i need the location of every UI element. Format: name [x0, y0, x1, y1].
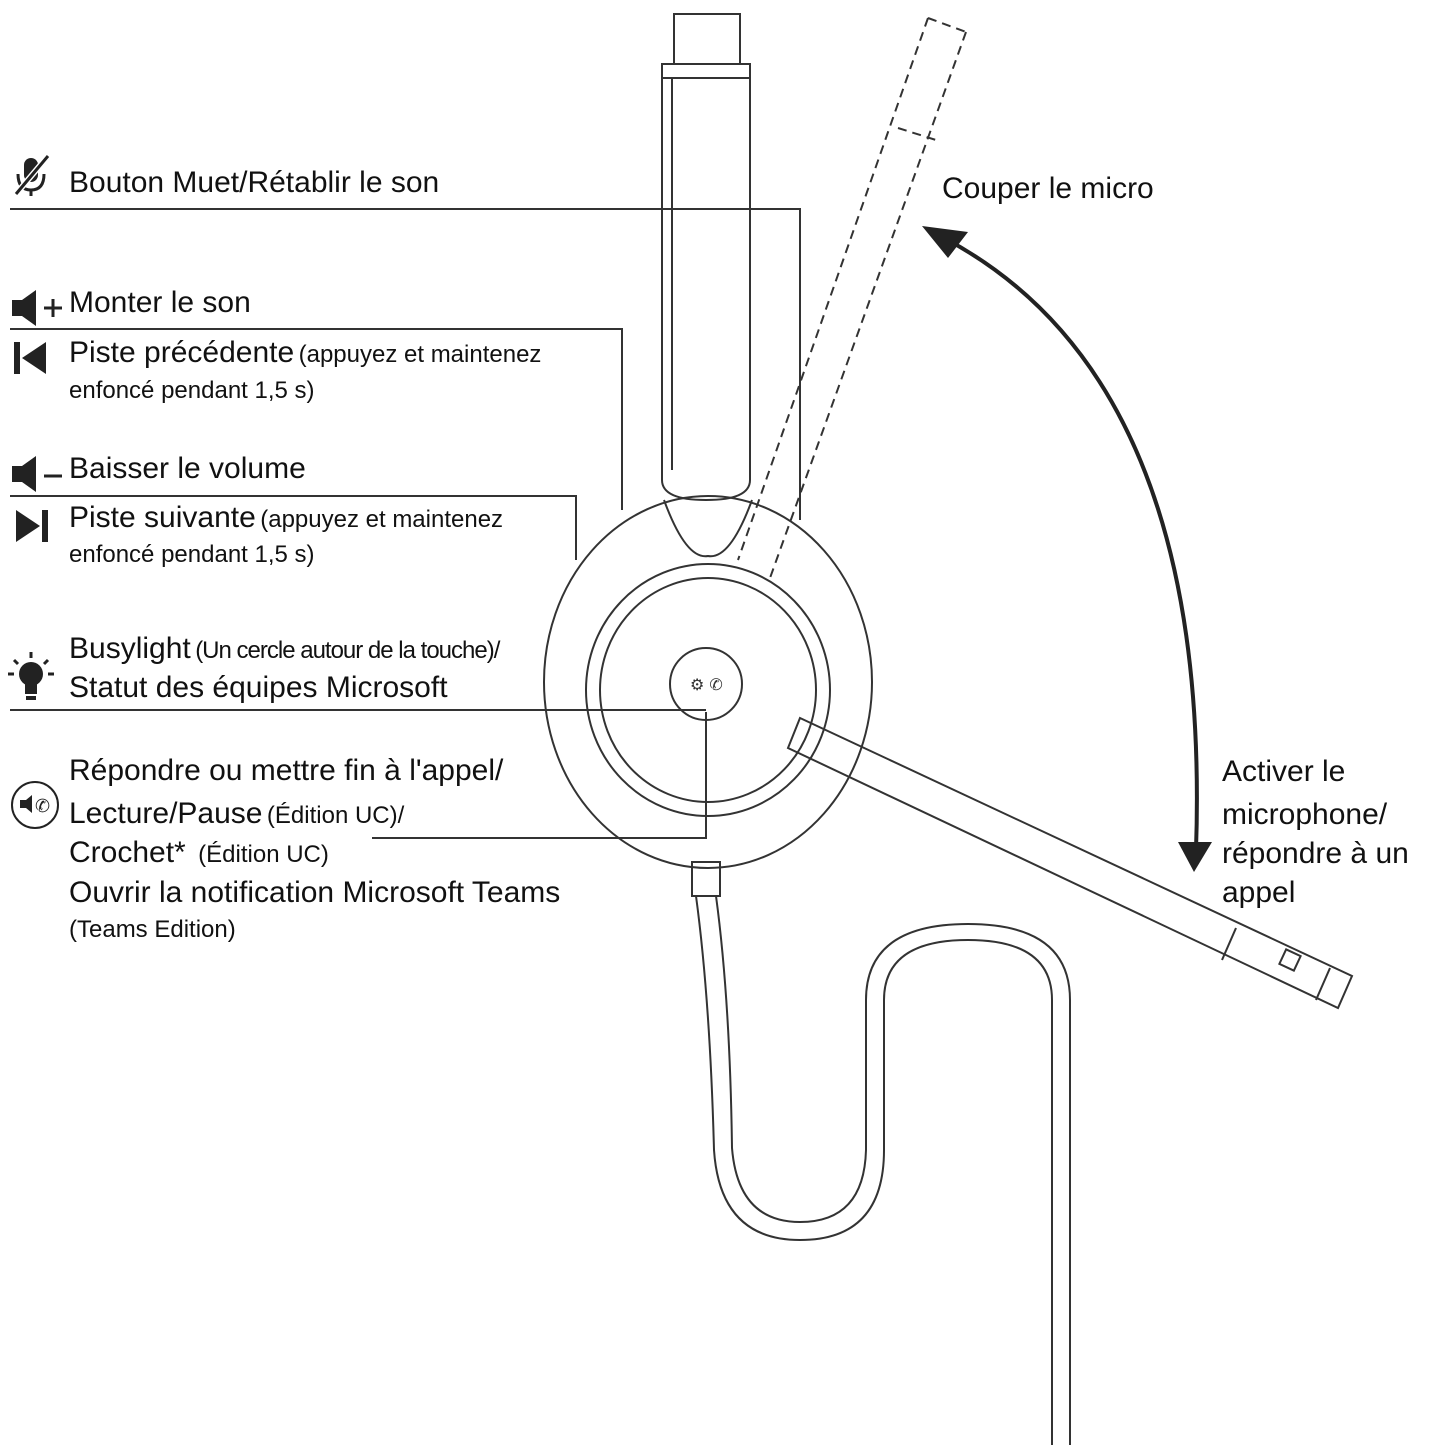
headband — [661, 63, 751, 502]
svg-text:✆: ✆ — [35, 796, 50, 817]
callout-mute — [10, 208, 801, 520]
headband-top — [673, 13, 741, 65]
svg-text:⚙ ✆: ⚙ ✆ — [690, 675, 723, 694]
label-mic-active-3: répondre à un — [1222, 837, 1409, 870]
label-next-track-note-2: enfoncé pendant 1,5 s) — [69, 541, 315, 568]
volume-down-icon — [12, 456, 62, 492]
label-busylight: Busylight (Un cercle autour de la touche… — [69, 632, 500, 667]
label-previous-track-note: (appuyez et maintenez — [298, 341, 542, 368]
label-next-track-title: Piste suivante — [69, 501, 256, 534]
label-play-pause: Lecture/Pause (Édition UC)/ — [69, 797, 404, 832]
boom-mic — [786, 716, 1354, 1010]
label-volume-up: Monter le son — [69, 286, 251, 319]
busylight-icon — [8, 652, 54, 700]
call-button-icon: ✆ — [11, 781, 59, 829]
previous-track-icon — [14, 342, 46, 374]
label-hook: Crochet* (Édition UC) — [69, 836, 329, 871]
label-next-track-note: (appuyez et maintenez — [260, 506, 504, 533]
label-previous-track-title: Piste précédente — [69, 336, 295, 369]
label-mic-active-2: microphone/ — [1222, 798, 1388, 831]
cable — [695, 895, 1053, 1445]
label-hook-note: (Édition UC) — [198, 841, 329, 868]
label-mic-mute: Couper le micro — [942, 172, 1154, 205]
ear-cup-ring — [585, 563, 831, 817]
callout-vol-down — [10, 495, 577, 560]
ear-cup-outer — [543, 495, 873, 869]
label-hook-title: Crochet* — [69, 836, 186, 869]
callout-call — [372, 712, 707, 839]
label-previous-track: Piste précédente (appuyez et maintenez — [69, 336, 541, 371]
label-mic-active-1: Activer le — [1222, 755, 1346, 788]
label-play-pause-title: Lecture/Pause — [69, 797, 263, 830]
cable-strain-relief — [691, 861, 721, 897]
callout-vol-up — [10, 328, 623, 510]
next-track-icon — [16, 510, 48, 542]
boom-raised-outline — [737, 17, 967, 579]
label-busylight-title: Busylight — [69, 632, 191, 665]
volume-up-icon — [12, 290, 62, 326]
label-mic-active-4: appel — [1222, 876, 1296, 909]
label-next-track: Piste suivante (appuyez et maintenez — [69, 501, 503, 536]
label-previous-track-note-2: enfoncé pendant 1,5 s) — [69, 377, 315, 404]
label-play-pause-note: (Édition UC)/ — [266, 802, 405, 829]
label-teams-notification: Ouvrir la notification Microsoft Teams — [69, 876, 561, 909]
label-volume-down: Baisser le volume — [69, 452, 306, 485]
label-busylight-note: (Un cercle autour de la touche)/ — [195, 637, 500, 664]
label-teams-status: Statut des équipes Microsoft — [69, 671, 448, 704]
label-mute: Bouton Muet/Rétablir le son — [69, 166, 440, 199]
label-teams-edition: (Teams Edition) — [69, 916, 236, 943]
label-answer-end: Répondre ou mettre fin à l'appel/ — [69, 754, 504, 787]
boom-rotation-arrow — [922, 226, 1212, 872]
mic-mute-icon — [13, 154, 51, 196]
